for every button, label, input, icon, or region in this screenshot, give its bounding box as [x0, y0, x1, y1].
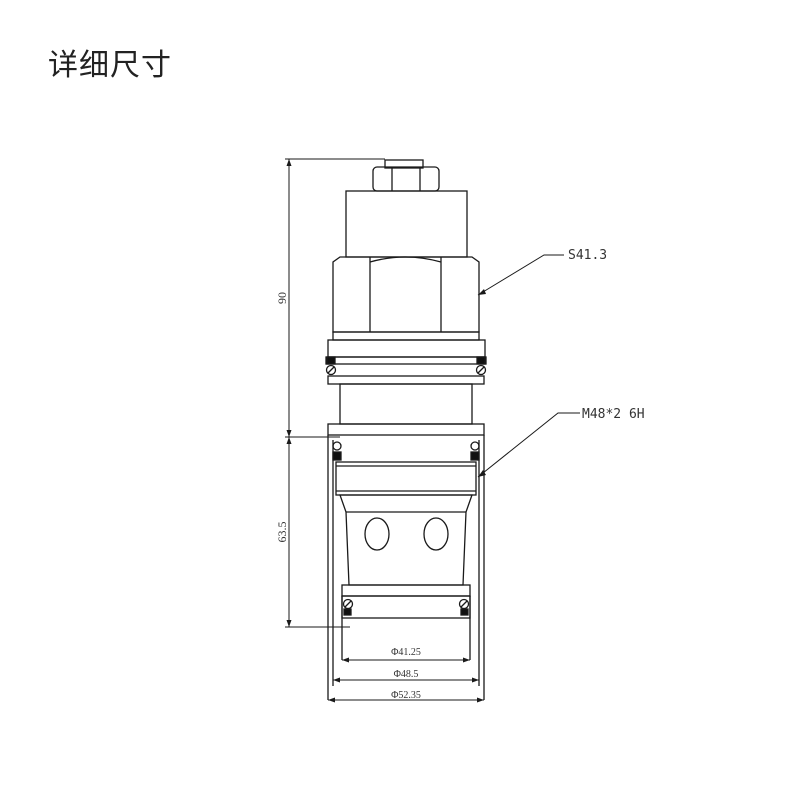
dim-lower-height: 63.5 — [275, 522, 289, 543]
callout-thread: M48*2 6H — [582, 407, 645, 422]
thread-section — [339, 383, 473, 425]
upper-o-ring — [325, 356, 487, 376]
page-title: 详细尺寸 — [48, 48, 172, 83]
upper-cylinder — [345, 190, 468, 258]
side-port-left — [364, 517, 390, 551]
lower-o-ring — [332, 441, 480, 461]
callout-hex-size: S41.3 — [568, 248, 607, 263]
hex-body — [332, 256, 480, 333]
side-port-right — [423, 517, 449, 551]
dim-total-height: 90 — [275, 292, 289, 304]
body-ring — [335, 461, 477, 496]
lower-body — [339, 494, 473, 586]
bottom-seal — [341, 584, 471, 619]
dim-dia-mid: Φ48.5 — [394, 669, 419, 680]
dim-dia-small: Φ41.25 — [391, 647, 421, 658]
dim-dia-large: Φ52.35 — [391, 690, 421, 701]
top-nut — [372, 159, 440, 192]
